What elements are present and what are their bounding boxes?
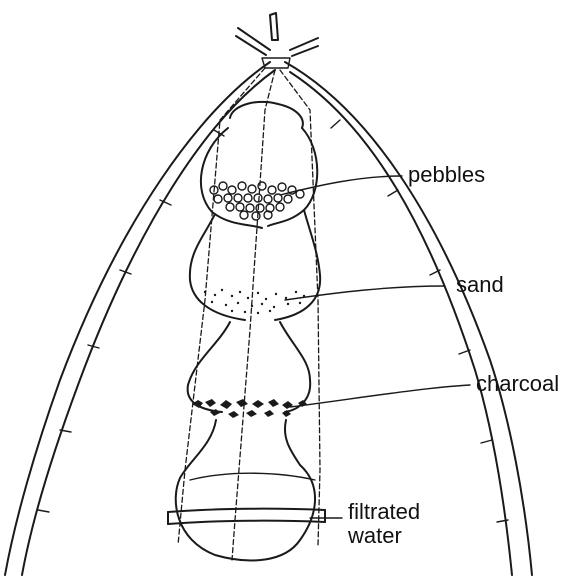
label-filtrated-line2: water	[348, 524, 420, 548]
charcoal-layer	[192, 399, 307, 418]
tripod-poles	[5, 62, 532, 575]
bottle-stack	[168, 102, 325, 561]
label-filtrated-water: filtrated water	[348, 500, 420, 548]
sand-leader	[285, 286, 445, 300]
label-filtrated-line1: filtrated	[348, 500, 420, 524]
label-pebbles: pebbles	[408, 163, 485, 187]
top-tie	[236, 13, 318, 68]
sand-layer	[204, 289, 305, 314]
label-charcoal: charcoal	[476, 372, 559, 396]
hanging-strings	[178, 68, 320, 560]
charcoal-leader	[290, 385, 470, 407]
pebbles-leader	[280, 176, 402, 195]
label-sand: sand	[456, 273, 504, 297]
pebbles-layer	[210, 182, 304, 220]
